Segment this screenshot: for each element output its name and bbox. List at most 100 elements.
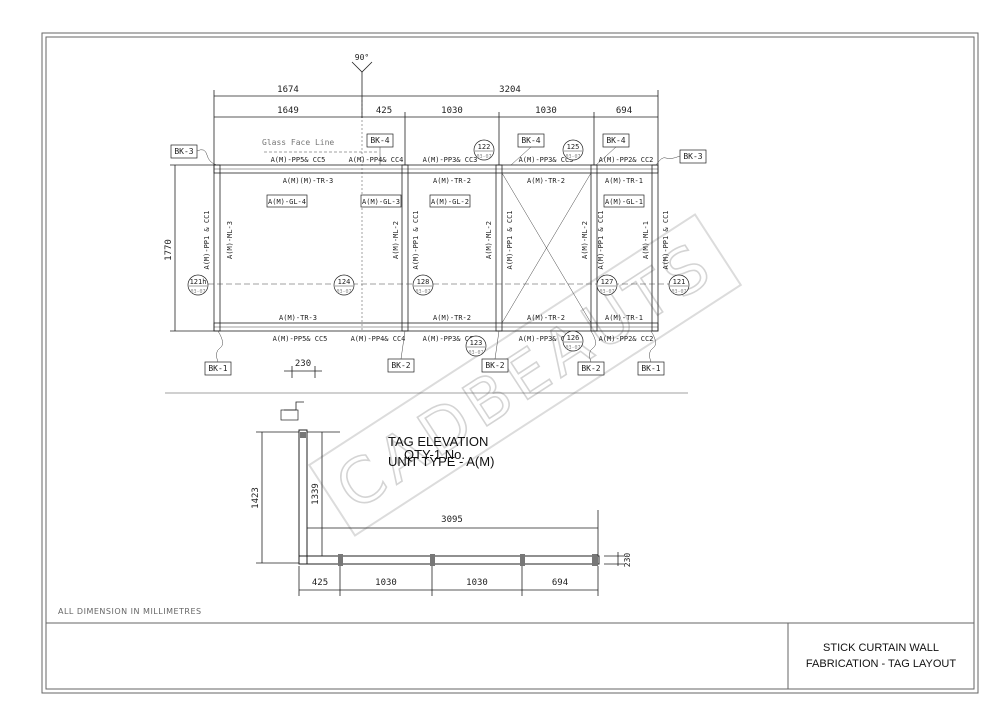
svg-text:BK-1: BK-1 bbox=[208, 364, 227, 373]
plan-title: TAG ELEVATION bbox=[388, 434, 488, 449]
svg-text:BK-2: BK-2 bbox=[485, 361, 504, 370]
tag-bk3-left: BK-3 bbox=[170, 144, 198, 159]
tag-bk4-a: BK-4 bbox=[366, 133, 394, 148]
tag-gl3: A(M)-GL-3 bbox=[360, 194, 402, 208]
svg-text:127: 127 bbox=[601, 278, 614, 286]
label-pp3-b-top: A(M)-PP3& CC3 bbox=[519, 156, 574, 164]
label-ml2-c: A(M)-ML-2 bbox=[581, 221, 589, 259]
tag-bk2-b: BK-2 bbox=[481, 358, 509, 373]
plan-dim-1030-b: 1030 bbox=[466, 578, 488, 588]
glass-tags: A(M)-GL-4 A(M)-GL-3 A(M)-GL-2 A(M)-GL-1 bbox=[266, 194, 645, 208]
tag-bk1-right: BK-1 bbox=[637, 361, 665, 376]
svg-text:03-07: 03-07 bbox=[190, 289, 205, 295]
units-note: ALL DIMENSION IN MILLIMETRES bbox=[58, 607, 202, 616]
label-tr1-top: A(M)-TR-1 bbox=[605, 177, 643, 185]
dim-1030-a: 1030 bbox=[441, 106, 463, 116]
svg-text:BK-3: BK-3 bbox=[683, 152, 702, 161]
glass-face-line-label: Glass Face Line bbox=[262, 138, 334, 147]
svg-text:03-07: 03-07 bbox=[476, 154, 491, 160]
label-pp1-b: A(M)-PP1 & CC1 bbox=[412, 210, 420, 269]
svg-text:A(M)-GL-2: A(M)-GL-2 bbox=[431, 198, 469, 206]
callout-125: 125 03-07 bbox=[562, 139, 584, 161]
svg-text:BK-1: BK-1 bbox=[641, 364, 660, 373]
svg-text:A(M)-GL-4: A(M)-GL-4 bbox=[268, 198, 306, 206]
top-dimensions: 1674 3204 1649 425 1030 1030 694 90° 177… bbox=[164, 53, 659, 378]
watermark-text: CADBEAUTS bbox=[323, 227, 727, 525]
svg-text:A(M)-GL-1: A(M)-GL-1 bbox=[605, 198, 643, 206]
label-ml3: A(M)-ML-3 bbox=[226, 221, 234, 259]
plan-dim-694: 694 bbox=[552, 578, 568, 588]
label-tr2-b-bot: A(M)-TR-2 bbox=[527, 314, 565, 322]
svg-text:125: 125 bbox=[567, 143, 580, 151]
label-tr2-b-top: A(M)-TR-2 bbox=[527, 177, 565, 185]
bracket-tags: BK-3 BK-4 BK-4 BK-4 BK-3 BK-1 BK-2 BK-2 … bbox=[170, 133, 707, 376]
label-ml2-a: A(M)-ML-2 bbox=[392, 221, 400, 259]
tag-elevation-view: 1674 3204 1649 425 1030 1030 694 90° 177… bbox=[164, 53, 707, 378]
svg-text:128: 128 bbox=[417, 278, 430, 286]
plan-dim-425: 425 bbox=[312, 578, 328, 588]
svg-text:BK-4: BK-4 bbox=[370, 136, 389, 145]
plan-dim-230: 230 bbox=[623, 553, 632, 568]
dim-1030-b: 1030 bbox=[535, 106, 557, 116]
tag-gl4: A(M)-GL-4 bbox=[266, 194, 308, 208]
vertical-member-labels: A(M)-PP1 & CC1 A(M)-ML-3 A(M)-ML-2 A(M)-… bbox=[203, 210, 670, 269]
svg-text:03-07: 03-07 bbox=[468, 350, 483, 356]
svg-text:03-07: 03-07 bbox=[671, 289, 686, 295]
svg-text:123: 123 bbox=[470, 339, 483, 347]
dim-height: 1770 bbox=[164, 239, 174, 261]
top-member-labels: A(M)-PP5& CC5 A(M)-PP4& CC4 A(M)-PP3& CC… bbox=[271, 156, 654, 185]
dim-694: 694 bbox=[616, 106, 632, 116]
angle-label: 90° bbox=[355, 53, 369, 62]
label-pp3-a-bot: A(M)-PP3& CC3 bbox=[423, 335, 478, 343]
svg-text:121h: 121h bbox=[190, 278, 207, 286]
sheet-inner-border bbox=[45, 36, 975, 690]
svg-text:121: 121 bbox=[673, 278, 686, 286]
tag-gl2: A(M)-GL-2 bbox=[429, 194, 471, 208]
plan-view: TAG ELEVATION UNIT TYPE - A(M) QTY-1 No.… bbox=[251, 401, 632, 596]
label-pp1-left: A(M)-PP1 & CC1 bbox=[203, 210, 211, 269]
label-pp4-top: A(M)-PP4& CC4 bbox=[349, 156, 404, 164]
callout-121h: 121h 03-07 bbox=[187, 274, 209, 296]
label-pp3-a-top: A(M)-PP3& CC3 bbox=[423, 156, 478, 164]
label-tr1-bot: A(M)-TR-1 bbox=[605, 314, 643, 322]
plan-dim-3095: 3095 bbox=[441, 515, 463, 525]
label-ml1: A(M)-ML-1 bbox=[642, 221, 650, 259]
svg-text:A(M)-GL-3: A(M)-GL-3 bbox=[362, 198, 400, 206]
label-pp1-c: A(M)-PP1 & CC1 bbox=[506, 210, 514, 269]
svg-text:03-07: 03-07 bbox=[599, 289, 614, 295]
tag-gl1: A(M)-GL-1 bbox=[603, 194, 645, 208]
label-pp2-top: A(M)-PP2& CC2 bbox=[599, 156, 654, 164]
callout-127: 127 03-07 bbox=[596, 274, 618, 296]
plan-unit-type: UNIT TYPE - A(M) bbox=[388, 454, 494, 469]
svg-text:BK-2: BK-2 bbox=[581, 364, 600, 373]
label-pp1-right: A(M)-PP1 & CC1 bbox=[662, 210, 670, 269]
svg-text:126: 126 bbox=[567, 334, 580, 342]
plan-dim-1339: 1339 bbox=[311, 483, 321, 505]
tag-bk4-c: BK-4 bbox=[602, 133, 630, 148]
svg-text:03-07: 03-07 bbox=[565, 154, 580, 160]
dim-overall-left: 1674 bbox=[277, 85, 299, 95]
label-tr2-a-top: A(M)-TR-2 bbox=[433, 177, 471, 185]
plan-dim-1030-a: 1030 bbox=[375, 578, 397, 588]
tag-bk1-left: BK-1 bbox=[204, 361, 232, 376]
label-tr3-top: A(M)(M)-TR-3 bbox=[283, 177, 334, 185]
dim-left: 1649 bbox=[277, 106, 299, 116]
svg-text:BK-2: BK-2 bbox=[391, 361, 410, 370]
label-tr3-bot: A(M)-TR-3 bbox=[279, 314, 317, 322]
label-pp5-top: A(M)-PP5& CC5 bbox=[271, 156, 326, 164]
dim-overall-right: 3204 bbox=[499, 85, 521, 95]
svg-text:03-07: 03-07 bbox=[565, 345, 580, 351]
tag-bk2-c: BK-2 bbox=[577, 361, 605, 376]
label-ml2-b: A(M)-ML-2 bbox=[485, 221, 493, 259]
plan-qty: QTY-1 No. bbox=[404, 447, 465, 462]
callout-123: 123 03-07 bbox=[465, 335, 487, 357]
watermark: CADBEAUTS bbox=[307, 213, 743, 537]
tag-bk2-a: BK-2 bbox=[387, 358, 415, 373]
callout-121: 121 03-07 bbox=[668, 274, 690, 296]
plan-dimensions: 1423 1339 3095 230 425 1030 1030 694 bbox=[251, 431, 632, 596]
